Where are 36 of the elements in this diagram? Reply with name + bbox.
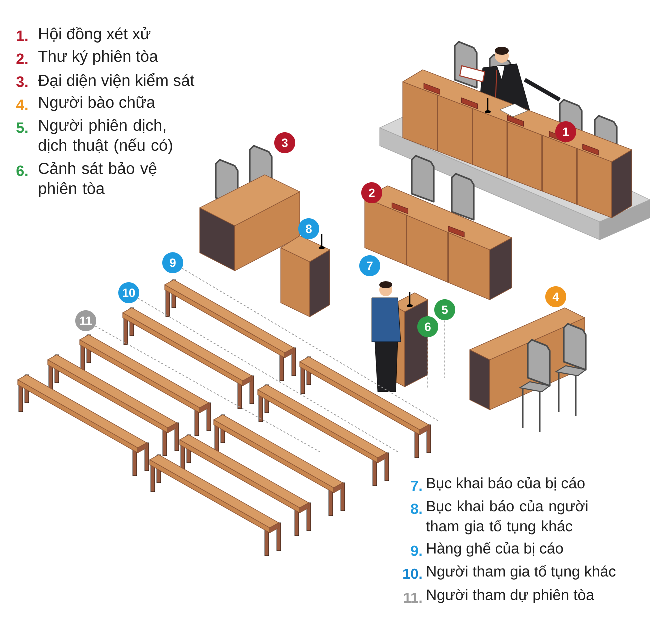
legend-number: 6. bbox=[16, 166, 28, 176]
legend-text: Người tham dự phiên tòa bbox=[427, 589, 594, 604]
callout-number: 2 bbox=[362, 182, 382, 204]
leader-line bbox=[182, 268, 440, 422]
legend-number: 7. bbox=[411, 481, 422, 491]
callout-number: 5 bbox=[434, 300, 456, 320]
legend-number: 2. bbox=[16, 54, 28, 64]
leader-line bbox=[444, 320, 446, 378]
callout-number: 11 bbox=[76, 310, 96, 332]
legend-text: Bục khai báo của người tham gia tố tụng khác bbox=[426, 500, 588, 535]
callout-number: 7 bbox=[360, 256, 380, 276]
legend-text: Bục khai báo của bị cáo bbox=[427, 477, 585, 491]
legend-number: 11. bbox=[404, 593, 422, 603]
callout-number: 3 bbox=[274, 132, 296, 154]
legend-number: 3. bbox=[16, 76, 28, 88]
legend-number: 5. bbox=[16, 122, 28, 134]
callout-number: 4 bbox=[546, 286, 566, 308]
legend-text: Người tham gia tố tụng khác bbox=[427, 565, 616, 580]
callout-number: 6 bbox=[418, 316, 438, 338]
legend-number: 10. bbox=[404, 568, 422, 580]
legend-text: Thư ký phiên tòa bbox=[38, 50, 158, 66]
legend-number: 8. bbox=[411, 504, 422, 514]
callout-number: 9 bbox=[162, 252, 184, 274]
legend-text: Đại diện viện kiểm sát bbox=[38, 73, 195, 89]
callout-number: 10 bbox=[118, 282, 140, 304]
legend-text: Cảnh sát bảo vệ phiên tòa bbox=[39, 162, 157, 198]
legend-text: Hàng ghế của bị cáo bbox=[427, 542, 564, 557]
legend-text: Người phiên dịch, dịch thuật (nếu có) bbox=[38, 119, 172, 154]
legend-number: 4. bbox=[16, 100, 28, 110]
leader-line bbox=[94, 326, 320, 452]
legend-number: 9. bbox=[411, 546, 422, 556]
legend-number: 1. bbox=[17, 30, 28, 42]
callout-number: 8 bbox=[298, 218, 320, 240]
leader-line bbox=[138, 298, 398, 452]
legend-text: Hội đồng xét xử bbox=[40, 27, 151, 43]
legend-text: Người bào chữa bbox=[40, 96, 156, 112]
